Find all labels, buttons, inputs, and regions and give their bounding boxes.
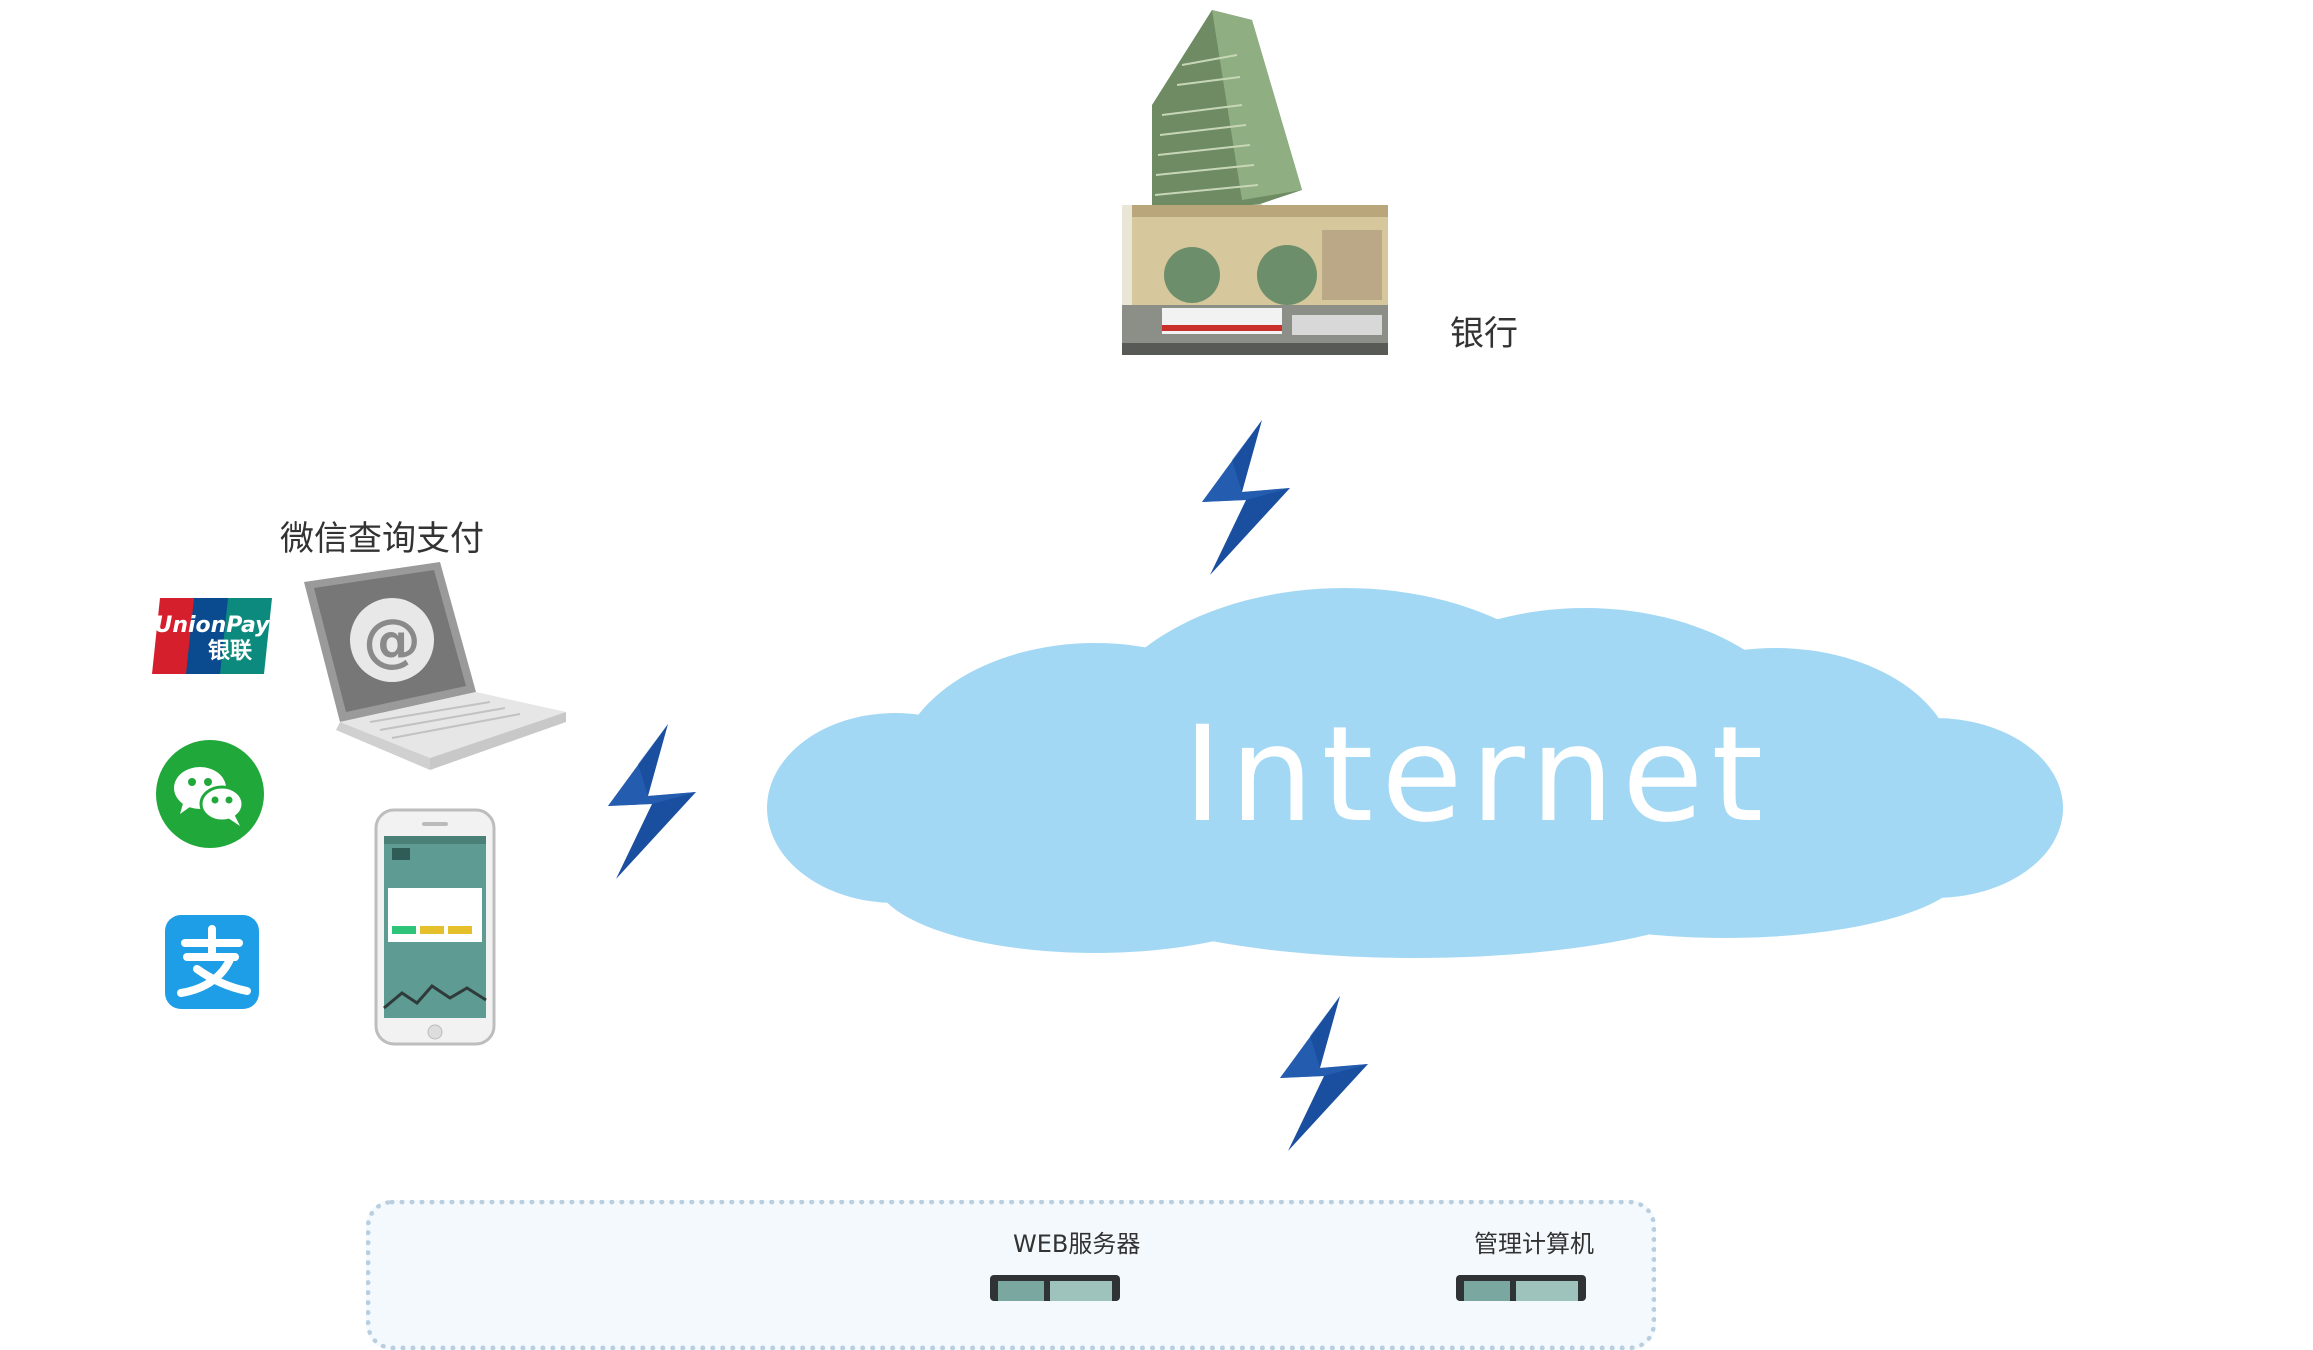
unionpay-logo-cn-text: 银联	[208, 639, 252, 664]
web-server-label: WEB服务器	[1013, 1230, 1141, 1258]
payments-title: 微信查询支付	[280, 519, 484, 559]
internet-cloud: Internet	[765, 588, 2065, 958]
internet-label: Internet	[1183, 698, 1772, 852]
laptop-email-icon: @	[300, 562, 570, 772]
alipay-icon	[165, 915, 259, 1009]
bank-building-image	[1122, 5, 1388, 355]
unionpay-icon: UnionPay 银联	[152, 598, 272, 674]
smartphone-icon	[372, 808, 498, 1048]
lightning-lan-link-icon	[1258, 996, 1378, 1151]
wechat-icon	[156, 740, 264, 848]
admin-computer-icon	[1456, 1275, 1586, 1301]
lightning-bank-link-icon	[1180, 420, 1300, 575]
svg-text:@: @	[363, 606, 421, 674]
web-server-icon	[990, 1275, 1120, 1301]
admin-computer-label: 管理计算机	[1474, 1230, 1594, 1258]
bank-label: 银行	[1450, 314, 1518, 354]
lightning-payments-link-icon	[586, 724, 706, 879]
unionpay-logo-text: UnionPay	[154, 613, 271, 638]
